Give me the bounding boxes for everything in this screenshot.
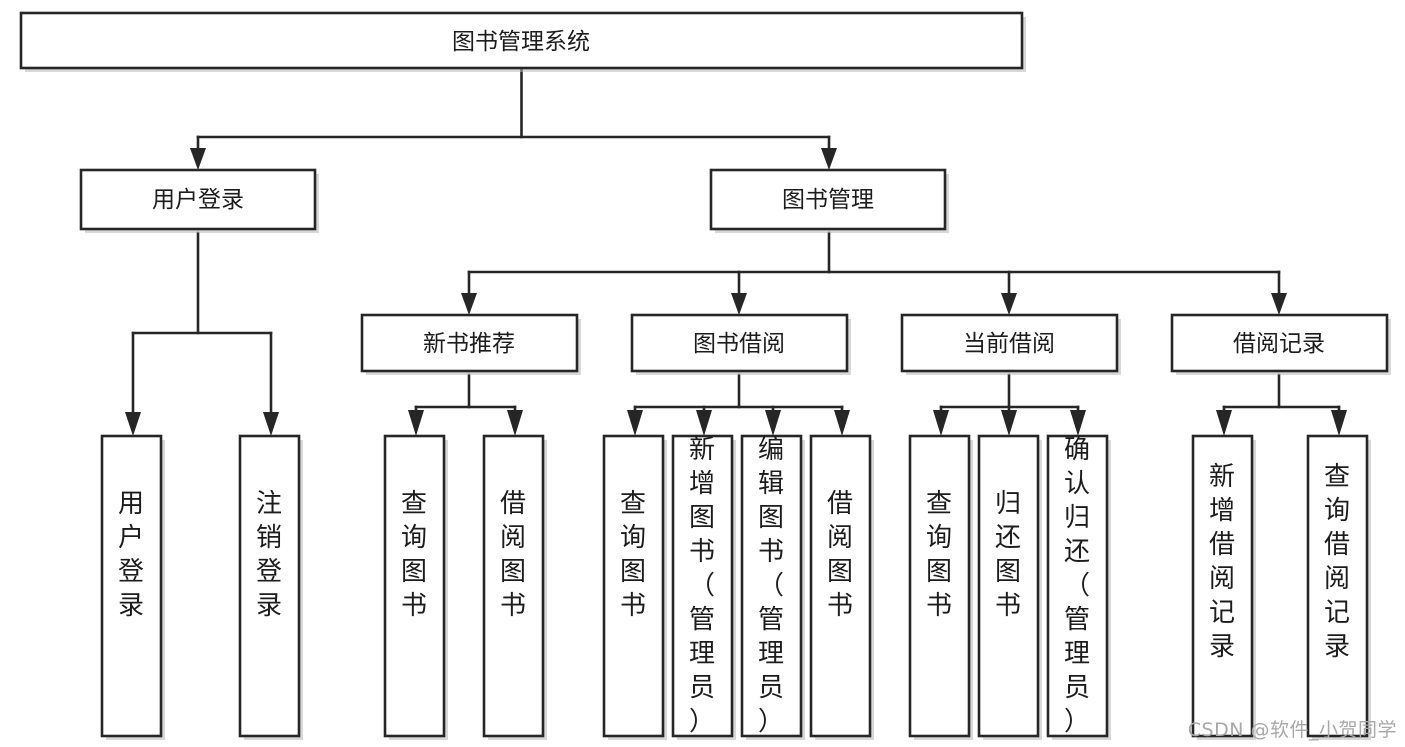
arrow-current-borrow	[1001, 293, 1017, 315]
node-current-borrow-box[interactable]	[900, 313, 1119, 373]
leaf-borrow-record-0-label: 新增借阅记录	[1209, 462, 1235, 662]
leaf-book-borrow-3-label: 借阅图书	[827, 489, 853, 621]
leaf-book-borrow-2-label: 编辑图书（管理员）	[758, 435, 784, 737]
leaf-node[interactable]: 确认归还（管理员）	[1046, 434, 1111, 740]
node-book-borrow-label: 图书借阅	[693, 331, 785, 357]
edge-layer	[125, 66, 1347, 436]
leaf-current-borrow-2-box[interactable]	[1046, 434, 1109, 738]
leaf-borrow-record-1-box[interactable]	[1306, 434, 1369, 738]
leaf-node[interactable]: 用户登录	[100, 434, 165, 740]
node-user-login[interactable]: 用户登录	[79, 168, 319, 233]
arrow-leaf-borrow-record-1	[1331, 410, 1347, 436]
leaf-node[interactable]: 借阅图书	[809, 434, 874, 740]
arrow-book-manage	[821, 148, 837, 170]
leaf-current-borrow-0-label: 查询图书	[926, 489, 952, 621]
arrow-book-borrow	[731, 293, 747, 315]
node-new-book-recommend-box[interactable]	[360, 313, 579, 373]
leaf-book-borrow-1-label: 新增图书（管理员）	[689, 435, 715, 737]
leaf-new-book-0-box[interactable]	[383, 434, 446, 738]
leaf-user-login-1-box[interactable]	[238, 434, 301, 738]
node-user-login-label: 用户登录	[152, 187, 244, 213]
node-book-manage[interactable]: 图书管理	[709, 168, 949, 233]
leaf-node[interactable]: 归还图书	[977, 434, 1042, 740]
arrow-leaf-user-login-1	[263, 412, 279, 436]
node-root-box[interactable]	[19, 11, 1024, 70]
leaf-current-borrow-0-box[interactable]	[908, 434, 971, 738]
leaf-current-borrow-1-label: 归还图书	[995, 489, 1021, 621]
arrow-leaf-new-book-1	[507, 410, 523, 436]
arrow-leaf-book-borrow-3	[834, 410, 850, 436]
leaf-borrow-record-0-box[interactable]	[1191, 434, 1254, 738]
leaf-new-book-1-label: 借阅图书	[500, 489, 526, 621]
arrow-leaf-book-borrow-2	[765, 410, 781, 436]
arrow-leaf-book-borrow-0	[627, 410, 643, 436]
leaf-node[interactable]: 注销登录	[238, 434, 303, 740]
leaf-book-borrow-3-box[interactable]	[809, 434, 872, 738]
leaf-user-login-0-label: 用户登录	[118, 489, 144, 621]
arrow-user-login	[190, 148, 206, 170]
arrow-leaf-current-borrow-2	[1070, 410, 1086, 436]
leaf-node[interactable]: 查询图书	[602, 434, 667, 740]
leaf-node[interactable]: 编辑图书（管理员）	[740, 434, 805, 740]
arrow-new-book	[461, 293, 477, 315]
leaf-user-login-1-label: 注销登录	[256, 489, 282, 621]
arrow-leaf-current-borrow-1	[1001, 410, 1017, 436]
leaf-current-borrow-1-box[interactable]	[977, 434, 1040, 738]
leaf-book-borrow-2-box[interactable]	[740, 434, 803, 738]
arrow-leaf-borrow-record-0	[1216, 410, 1232, 436]
node-new-book-recommend[interactable]: 新书推荐	[360, 313, 581, 375]
node-book-manage-box[interactable]	[709, 168, 947, 231]
leaf-book-borrow-0-label: 查询图书	[620, 489, 646, 621]
node-borrow-record[interactable]: 借阅记录	[1170, 313, 1391, 375]
csdn-watermark: CSDN @软件_小贺同学	[1187, 719, 1397, 741]
leaf-node[interactable]: 新增借阅记录	[1191, 434, 1256, 740]
leaf-current-borrow-2-label: 确认归还（管理员）	[1064, 435, 1090, 737]
leaf-node[interactable]: 查询图书	[908, 434, 973, 740]
leaf-user-login-0-box[interactable]	[100, 434, 163, 738]
node-borrow-record-box[interactable]	[1170, 313, 1389, 373]
node-user-login-box[interactable]	[79, 168, 317, 231]
node-new-book-recommend-label: 新书推荐	[423, 331, 515, 357]
node-current-borrow[interactable]: 当前借阅	[900, 313, 1121, 375]
node-book-borrow-box[interactable]	[630, 313, 849, 373]
leaf-node[interactable]: 查询借阅记录	[1306, 434, 1371, 740]
node-book-borrow[interactable]: 图书借阅	[630, 313, 851, 375]
leaf-node[interactable]: 新增图书（管理员）	[671, 434, 736, 740]
node-root-label: 图书管理系统	[452, 29, 590, 55]
arrow-leaf-book-borrow-1	[696, 410, 712, 436]
leaf-node[interactable]: 借阅图书	[482, 434, 547, 740]
node-root[interactable]: 图书管理系统	[19, 11, 1026, 72]
node-current-borrow-label: 当前借阅	[963, 331, 1055, 357]
arrow-leaf-user-login-0	[125, 412, 141, 436]
arrow-leaf-current-borrow-0	[933, 410, 949, 436]
leaf-node[interactable]: 查询图书	[383, 434, 448, 740]
node-book-manage-label: 图书管理	[782, 187, 874, 213]
node-borrow-record-label: 借阅记录	[1233, 331, 1325, 357]
arrow-borrow-record	[1271, 293, 1287, 315]
arrow-leaf-new-book-0	[408, 410, 424, 436]
leaf-new-book-0-label: 查询图书	[401, 489, 427, 621]
leaf-borrow-record-1-label: 查询借阅记录	[1324, 462, 1350, 662]
leaf-book-borrow-0-box[interactable]	[602, 434, 665, 738]
leaf-book-borrow-1-box[interactable]	[671, 434, 734, 738]
leaf-new-book-1-box[interactable]	[482, 434, 545, 738]
